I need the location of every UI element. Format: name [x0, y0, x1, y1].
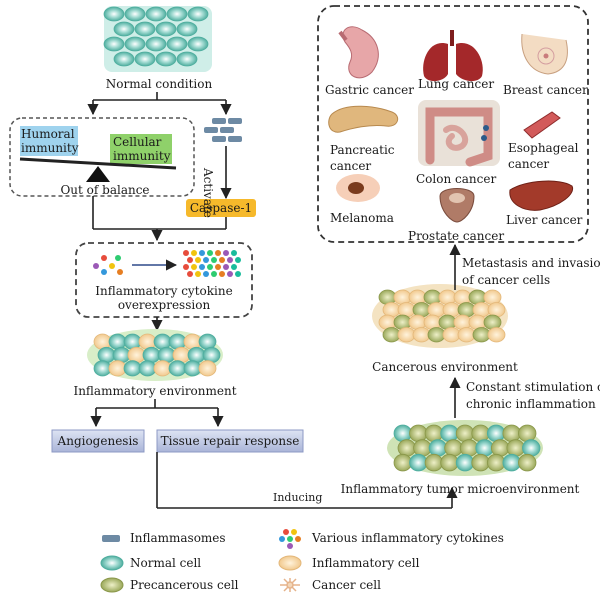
- seesaw-fulcrum: [86, 166, 110, 182]
- legend-precancerous-cell-label: Precancerous cell: [130, 578, 239, 592]
- angiogenesis-label: Angiogenesis: [57, 434, 139, 448]
- cytokine-many-dots: [183, 250, 241, 277]
- response-split-arrows: [90, 399, 224, 428]
- tumor-microenvironment-label: Inflammatory tumor microenvironment: [340, 482, 580, 496]
- gastric-cancer-label: Gastric cancer: [325, 83, 414, 97]
- esophagus-icon: [523, 111, 561, 139]
- stimulation-line2: chronic inflammation: [466, 397, 596, 411]
- pancreas-icon: [328, 105, 399, 133]
- angiogenesis-box: [51, 429, 145, 453]
- breast-icon: [521, 33, 568, 75]
- breast-cancer-label: Breast cancer: [503, 83, 588, 97]
- cellular-immunity-label: Cellular immunity: [113, 135, 171, 163]
- cancerous-environment-cluster: [372, 284, 508, 348]
- legend-inflammasomes-label: Inflammasomes: [130, 531, 226, 545]
- cellular-immunity-box: [110, 134, 172, 164]
- esophageal-cancer-line2: cancer: [508, 157, 550, 171]
- esophageal-cancer-line1: Esophageal: [508, 141, 579, 155]
- stimulation-line1: Constant stimulation of: [466, 380, 600, 394]
- tissue-repair-label: Tissue repair response: [160, 434, 300, 448]
- lung-cancer-label: Lung cancer: [418, 77, 495, 91]
- inducing-connector: [156, 452, 458, 509]
- inflammatory-environment-label: Inflammatory environment: [73, 384, 237, 398]
- legend-cancer-cell-label: Cancer cell: [312, 578, 381, 592]
- legend-cytokines-label: Various inflammatory cytokines: [312, 531, 504, 545]
- pancreatic-cancer-line2: cancer: [330, 159, 372, 173]
- legend-precancerous-cell-icon: [100, 577, 124, 593]
- caspase-1-box: [186, 199, 256, 217]
- liver-icon: [509, 180, 574, 211]
- cancerous-environment-label: Cancerous environment: [372, 360, 518, 374]
- liver-cancer-label: Liver cancer: [506, 213, 583, 227]
- cytokine-few-dots: [93, 255, 123, 275]
- normal-condition-label: Normal condition: [105, 77, 213, 91]
- caspase-1-label: Caspase-1: [189, 201, 253, 215]
- normal-split-arrows: [87, 92, 232, 116]
- prostate-icon: [439, 188, 475, 223]
- tissue-repair-box: [156, 429, 304, 453]
- humoral-immunity-box: [20, 126, 78, 156]
- cytokine-box: [75, 242, 253, 318]
- prostate-cancer-label: Prostate cancer: [408, 229, 505, 243]
- cancer-types-box: [317, 5, 589, 243]
- humoral-immunity-label: Humoral immunity: [21, 127, 79, 155]
- lungs-icon: [423, 30, 483, 82]
- tumor-microenvironment-cluster: [387, 420, 543, 476]
- legend-inflammasome-icon: [102, 535, 120, 542]
- merge-arrows: [92, 196, 227, 242]
- pancreatic-cancer-line1: Pancreatic: [330, 143, 395, 157]
- legend-inflammatory-cell-label: Inflammatory cell: [312, 556, 420, 570]
- legend-inflammatory-cell-icon: [278, 555, 302, 571]
- colon-icon: [418, 100, 500, 167]
- normal-cell-cluster: [103, 6, 212, 72]
- legend-cancer-cell-icon: [280, 578, 300, 592]
- metastasis-line1: Metastasis and invasion: [462, 256, 600, 270]
- cytokine-caption-line1: Inflammatory cytokine: [95, 284, 233, 298]
- melanoma-label: Melanoma: [330, 211, 394, 225]
- legend-cytokine-dots-icon: [279, 529, 301, 549]
- seesaw-beam: [19, 157, 177, 170]
- colon-cancer-label: Colon cancer: [416, 172, 497, 186]
- stomach-icon: [338, 26, 379, 79]
- out-of-balance-label: Out of balance: [60, 183, 150, 197]
- immune-balance-box: [9, 117, 195, 197]
- inflammatory-environment-cluster: [87, 329, 223, 381]
- cytokine-caption-line2: overexpression: [117, 298, 211, 312]
- metastasis-line2: of cancer cells: [462, 273, 551, 287]
- melanoma-icon: [336, 174, 380, 202]
- inflammasome-stack: [204, 118, 242, 142]
- inducing-label: Inducing: [273, 491, 323, 504]
- legend-normal-cell-icon: [100, 555, 124, 571]
- legend-normal-cell-label: Normal cell: [130, 556, 202, 570]
